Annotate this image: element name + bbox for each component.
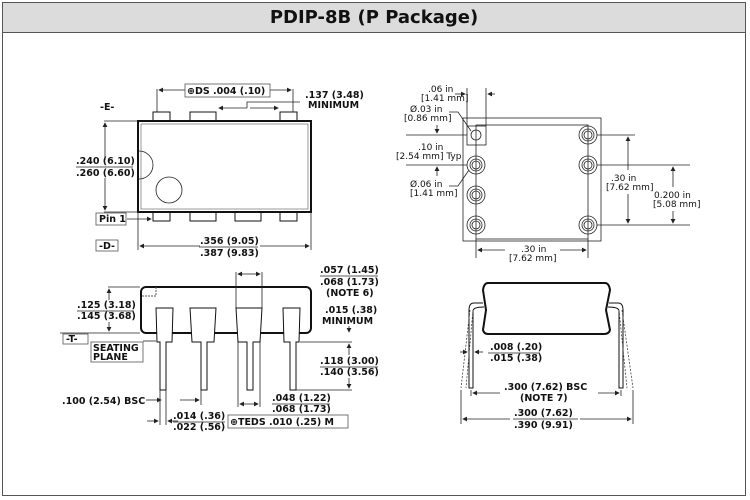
seating-plane-1: SEATING bbox=[93, 343, 139, 354]
length-max: .387 (9.83) bbox=[200, 248, 259, 259]
height-max: .145 (3.68) bbox=[77, 311, 136, 322]
standoff-label: MINIMUM bbox=[322, 316, 373, 327]
row-spacing: .300 (7.62) BSC bbox=[504, 382, 587, 393]
lead-width-max: .022 (.56) bbox=[173, 422, 225, 433]
top-view: -E- .240 (6.10) .260 (6.60) Pin 1 -D- .3… bbox=[76, 83, 364, 259]
page-title: PDIP-8B (P Package) bbox=[269, 7, 479, 28]
min-spacing-label: MINIMUM bbox=[308, 100, 359, 111]
lead-position-tolerance: ⊕TEDS .010 (.25) M bbox=[230, 417, 334, 428]
shoulder-min: .057 (1.45) bbox=[320, 265, 379, 276]
datum-e: -E- bbox=[100, 102, 114, 113]
height-min: .125 (3.18) bbox=[77, 300, 136, 311]
lead-spread-min: .300 (7.62) bbox=[514, 408, 573, 419]
footprint-view: .06 in [1.41 mm] Ø.03 in [0.86 mm] .10 i… bbox=[396, 85, 700, 264]
edge-in: .06 in bbox=[428, 85, 453, 95]
row-mm: [7.62 mm] bbox=[606, 183, 653, 193]
pitch-in: .10 in bbox=[418, 143, 443, 153]
note-7: (NOTE 7) bbox=[520, 393, 568, 404]
span-in: 0.200 in bbox=[654, 191, 691, 201]
lead-thickness-max: .015 (.38) bbox=[490, 353, 542, 364]
pad-holes bbox=[466, 125, 598, 235]
pitch-mm: [2.54 mm] Typ bbox=[396, 152, 462, 162]
seating-plane-2: PLANE bbox=[93, 352, 128, 363]
pad-in: Ø.06 in bbox=[410, 179, 442, 190]
span-mm: [5.08 mm] bbox=[653, 200, 700, 210]
row-in: .30 in bbox=[611, 174, 636, 184]
title-bar: PDIP-8B (P Package) bbox=[2, 2, 746, 33]
width-mm: [7.62 mm] bbox=[509, 254, 556, 264]
shoulder-max: .068 (1.73) bbox=[320, 277, 379, 288]
datum-t: -T- bbox=[66, 334, 78, 345]
lead-spread-max: .390 (9.91) bbox=[514, 420, 573, 431]
lead-pitch: .100 (2.54) BSC bbox=[62, 396, 145, 407]
upper-width-min: .048 (1.22) bbox=[272, 393, 331, 404]
note-6: (NOTE 6) bbox=[326, 288, 374, 299]
width-in: .30 in bbox=[521, 245, 546, 255]
lead-length-min: .118 (3.00) bbox=[320, 356, 379, 367]
min-spacing: .137 (3.48) bbox=[305, 90, 364, 101]
pin1-label: Pin 1 bbox=[99, 214, 126, 225]
side-view: .125 (3.18) .145 (3.68) -T- SEATING PLAN… bbox=[60, 265, 379, 433]
lead-thickness-min: .008 (.20) bbox=[490, 342, 542, 353]
upper-width-max: .068 (1.73) bbox=[272, 404, 331, 415]
lead-length-max: .140 (3.56) bbox=[320, 367, 379, 378]
lead-width-min: .014 (.36) bbox=[173, 411, 225, 422]
edge-mm: [1.41 mm] bbox=[421, 94, 468, 104]
end-view: .008 (.20) .015 (.38) .300 (7.62) BSC (N… bbox=[460, 282, 634, 431]
pad-mm: [1.41 mm] bbox=[410, 189, 457, 199]
datum-d: -D- bbox=[99, 241, 115, 252]
drill-in: Ø.03 in bbox=[410, 104, 442, 115]
width-min: .240 (6.10) bbox=[76, 156, 135, 167]
width-max: .260 (6.60) bbox=[76, 168, 135, 179]
standoff: .015 (.38) bbox=[325, 305, 377, 316]
length-min: .356 (9.05) bbox=[200, 236, 259, 247]
drill-mm: [0.86 mm] bbox=[404, 114, 451, 124]
position-tolerance: ⊕DS .004 (.10) bbox=[187, 86, 265, 97]
